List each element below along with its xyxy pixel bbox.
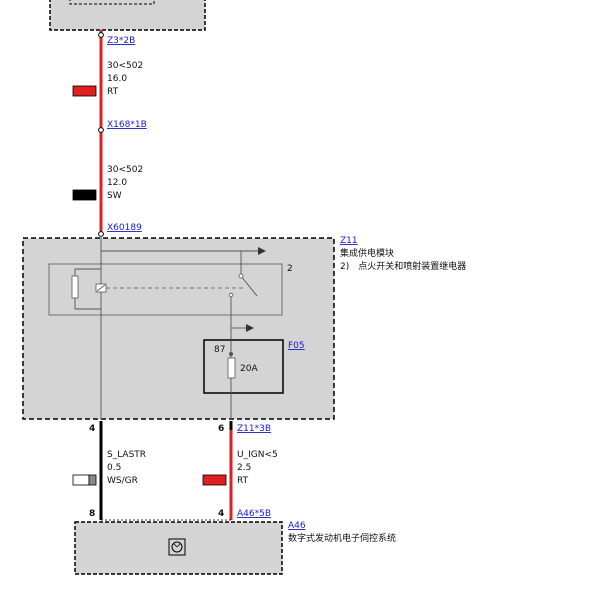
wire-right-pin-bottom: 4: [218, 509, 224, 519]
wire-top-signal: 30<502: [107, 61, 143, 71]
wire-right-signal: U_IGN<5: [237, 450, 278, 460]
wire-left-pin-top: 4: [89, 424, 95, 434]
relay-pin-label: 2: [287, 264, 293, 274]
splice-x60189: [98, 231, 104, 237]
module-z11-name: 集成供电模块: [340, 247, 394, 259]
wire-mid-signal: 30<502: [107, 165, 143, 175]
wire-mid-size: 12.0: [107, 178, 127, 188]
fuse-rating: 20A: [240, 364, 258, 374]
wire-left-size: 0.5: [107, 463, 121, 473]
wire-right-color-swatch: [202, 474, 227, 486]
module-z11-id[interactable]: Z11: [340, 236, 358, 246]
wire-mid-color: SW: [107, 191, 122, 201]
wire-right-size: 2.5: [237, 463, 251, 473]
ecu-symbol-icon: [168, 538, 186, 556]
splice-z3-2b: [98, 32, 104, 38]
module-z11: 2: [22, 236, 335, 420]
wire-top-color: RT: [107, 87, 119, 97]
relay-box: [48, 263, 283, 316]
top-module: [49, 0, 206, 31]
wire-top-size: 16.0: [107, 74, 127, 84]
fuse-icon: [227, 357, 236, 379]
wire-left-color-swatch: [72, 474, 97, 486]
wire-right-pin-top: 6: [218, 424, 224, 434]
connector-z11-3b[interactable]: Z11*3B: [237, 424, 271, 434]
fuse-f05: 87 20A: [203, 339, 284, 420]
relay-coil-icon: [71, 275, 79, 299]
module-a46-name: 数字式发动机电子伺控系统: [288, 532, 396, 544]
relay-switch-icon: [95, 273, 258, 297]
wire-left-signal: S_LASTR: [107, 450, 146, 460]
connector-a46-5b[interactable]: A46*5B: [237, 509, 271, 519]
wire-mid-color-swatch: [72, 189, 97, 201]
connector-x60189[interactable]: X60189: [107, 223, 142, 233]
wire-right-color: RT: [237, 476, 249, 486]
connector-z3-2b[interactable]: Z3*2B: [107, 36, 135, 46]
fuse-f05-id[interactable]: F05: [288, 341, 305, 351]
module-z11-relay-note: 2) 点火开关和喷射装置继电器: [340, 260, 466, 272]
module-a46: [74, 521, 283, 575]
wire-left-pin-bottom: 8: [89, 509, 95, 519]
wire-left-color: WS/GR: [107, 476, 138, 486]
fuse-pin-label: 87: [214, 345, 225, 355]
splice-x168: [98, 127, 104, 133]
wire-top-color-swatch: [72, 85, 97, 97]
module-a46-id[interactable]: A46: [288, 521, 306, 531]
connector-x168-1b[interactable]: X168*1B: [107, 120, 147, 130]
